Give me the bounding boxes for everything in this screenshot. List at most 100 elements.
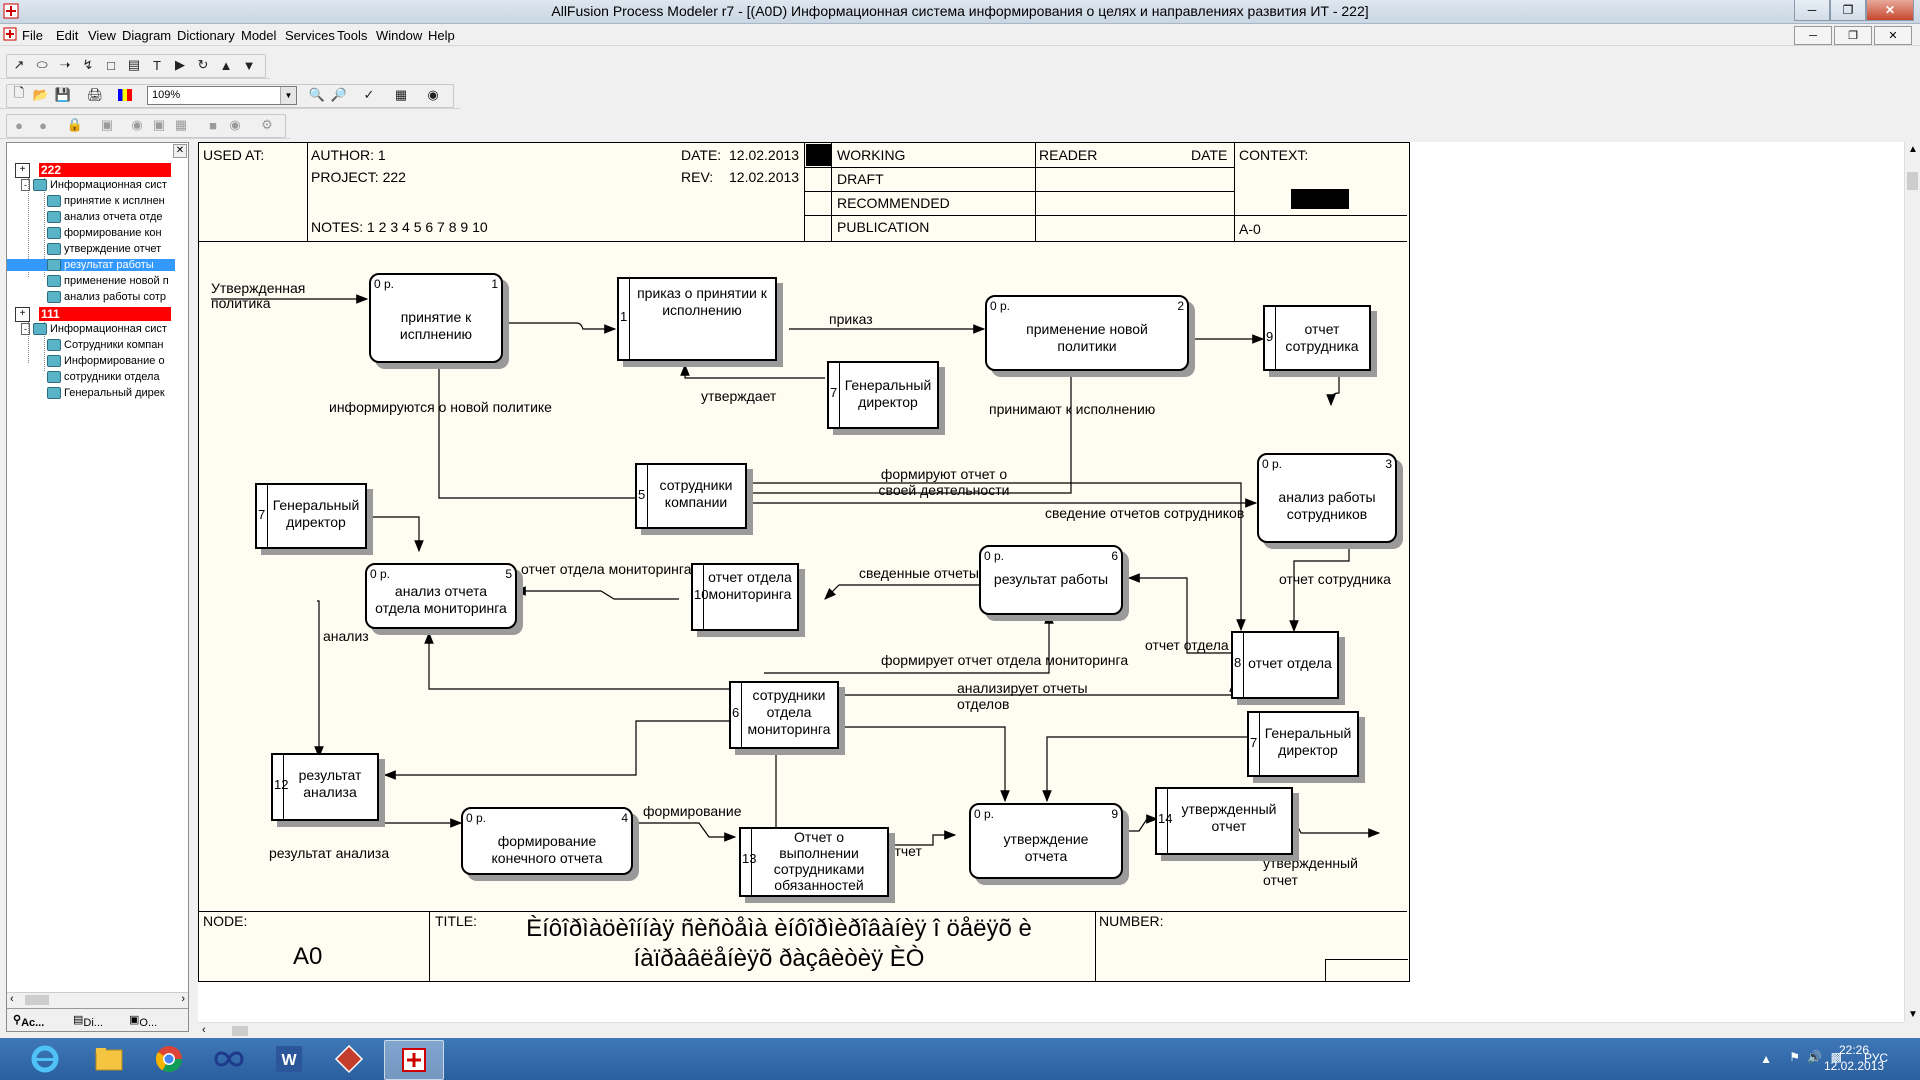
arrow-tool-icon[interactable]: ➝ (59, 57, 71, 72)
chevron-right-icon[interactable]: › (181, 993, 185, 1005)
flag-icon[interactable]: ⚑ (1789, 1050, 1800, 1064)
horizontal-scrollbar[interactable]: ‹ (198, 1022, 1904, 1039)
menu-file[interactable]: File (22, 28, 43, 43)
chevron-left-icon[interactable]: ‹ (10, 993, 14, 1005)
menu-edit[interactable]: Edit (56, 28, 79, 43)
process-box[interactable]: 0 р. 6 результат работы (979, 545, 1123, 615)
tree-expand-toggle[interactable]: + (15, 307, 30, 322)
process-box[interactable]: 0 р. 9 утверждение отчета (969, 803, 1123, 879)
mdi-minimize-button[interactable]: ─ (1794, 26, 1832, 45)
word-icon[interactable]: W (260, 1040, 318, 1078)
process-box[interactable]: 0 р. 2 применение новой политики (985, 295, 1189, 371)
tree-root-222[interactable]: 222 (39, 163, 171, 177)
tree-node[interactable]: применение новой п (47, 275, 175, 288)
tree-node[interactable]: Сотрудники компан (47, 339, 175, 352)
horizontal-scrollbar[interactable]: ‹ › (7, 992, 188, 1008)
tree-node[interactable]: анализ работы сотр (47, 291, 175, 304)
merge-icon[interactable]: ◉ (131, 117, 143, 132)
menu-diagram[interactable]: Diagram (122, 28, 172, 43)
disconnect-icon[interactable]: ● (39, 117, 47, 133)
print-icon[interactable]: 🖨 (86, 87, 104, 102)
squiggle-tool-icon[interactable]: ↯ (82, 57, 94, 72)
tree-node[interactable]: анализ отчета отде (47, 211, 175, 224)
report-icon[interactable]: ▣ (152, 117, 166, 132)
tab-activities[interactable]: ⚲ Ac... (13, 1014, 45, 1029)
doc-icon[interactable] (3, 27, 17, 41)
close-button[interactable]: ✕ (1866, 0, 1914, 21)
close-icon[interactable]: ✕ (173, 144, 187, 158)
chevron-down-icon[interactable]: ▼ (280, 87, 296, 104)
tree-node-selected[interactable]: результат работы (7, 259, 175, 272)
security-icon[interactable]: ◉ (229, 117, 241, 132)
tab-diagrams[interactable]: ▤ Di... (73, 1014, 103, 1029)
process-box[interactable]: 0 р. 1 принятие к исплнению (369, 273, 503, 363)
tree-node[interactable]: формирование кон (47, 227, 175, 240)
tree-expand-toggle[interactable]: + (15, 163, 30, 178)
restore-button[interactable]: ❐ (1830, 0, 1866, 21)
chevron-down-icon[interactable]: ▼ (1908, 1009, 1918, 1020)
go-to-sibling-icon[interactable]: ↻ (197, 57, 209, 72)
file-explorer-icon[interactable] (80, 1040, 138, 1078)
chevron-left-icon[interactable]: ‹ (202, 1024, 206, 1036)
tab-objects[interactable]: ▣ O... (129, 1014, 158, 1029)
go-down-icon[interactable]: ▼ (242, 57, 256, 73)
menu-window[interactable]: Window (376, 28, 423, 43)
process-box[interactable]: 0 р. 5 анализ отчета отдела мониторинга (365, 563, 517, 629)
vertical-scrollbar[interactable]: ▲ ▼ (1904, 142, 1920, 1022)
tree-node[interactable]: Генеральный дирек (47, 387, 175, 400)
input-language[interactable]: РУС (1863, 1051, 1888, 1065)
scroll-thumb[interactable] (232, 1026, 248, 1036)
mdi-close-button[interactable]: ✕ (1874, 26, 1912, 45)
menu-services[interactable]: Services (285, 28, 335, 43)
tree-node[interactable]: -Информационная сист (21, 323, 171, 336)
model-explorer-icon[interactable]: ▦ (394, 87, 408, 102)
speaker-icon[interactable]: 🔊 (1807, 1050, 1822, 1064)
lock-icon[interactable]: 🔒 (66, 117, 84, 132)
ie-icon[interactable] (16, 1040, 74, 1078)
minimize-button[interactable]: ─ (1794, 0, 1830, 21)
tree-node[interactable]: принятие к исплнен (47, 195, 175, 208)
connect-icon[interactable]: ● (15, 117, 23, 133)
scroll-thumb[interactable] (1907, 172, 1918, 190)
network-icon[interactable]: ▩ (1830, 1050, 1842, 1064)
users-icon[interactable]: ■ (209, 117, 217, 133)
chevron-up-icon[interactable]: ▲ (1760, 1052, 1772, 1066)
activity-box-tool-icon[interactable]: ⬭ (36, 57, 48, 72)
process-modeler-icon[interactable] (384, 1040, 444, 1080)
app-infinity-icon[interactable] (200, 1040, 258, 1078)
external-ref-tool-icon[interactable]: □ (107, 57, 115, 73)
pointer-tool-icon[interactable]: ↗ (13, 57, 25, 72)
library-icon[interactable]: ▣ (100, 117, 114, 132)
tree-root-111[interactable]: 111 (39, 307, 171, 321)
zoom-select[interactable]: 109% ▼ (147, 86, 297, 105)
spell-check-icon[interactable]: ✓ (363, 87, 375, 102)
menu-tools[interactable]: Tools (337, 28, 368, 43)
open-icon[interactable]: 📂 (32, 87, 50, 102)
go-to-parent-icon[interactable]: ▲ (219, 57, 233, 73)
tree-node[interactable]: Информирование о (47, 355, 175, 368)
mdi-restore-button[interactable]: ❐ (1834, 26, 1872, 45)
scroll-thumb[interactable] (25, 995, 49, 1005)
go-to-child-icon[interactable]: ▶ (175, 57, 185, 72)
process-box[interactable]: 0 р. 4 формирование конечного отчета (461, 807, 633, 875)
menu-dictionary[interactable]: Dictionary (177, 28, 235, 43)
tree-node[interactable]: сотрудники отдела (47, 371, 175, 384)
menu-help[interactable]: Help (428, 28, 455, 43)
process-box[interactable]: 0 р. 3 анализ работы сотрудников (1257, 453, 1397, 543)
save-icon[interactable]: 💾 (54, 87, 72, 102)
color-icon[interactable] (116, 86, 134, 104)
tree-node[interactable]: утверждение отчет (47, 243, 175, 256)
grid-icon[interactable]: ▦ (174, 117, 188, 132)
menu-model[interactable]: Model (241, 28, 277, 43)
